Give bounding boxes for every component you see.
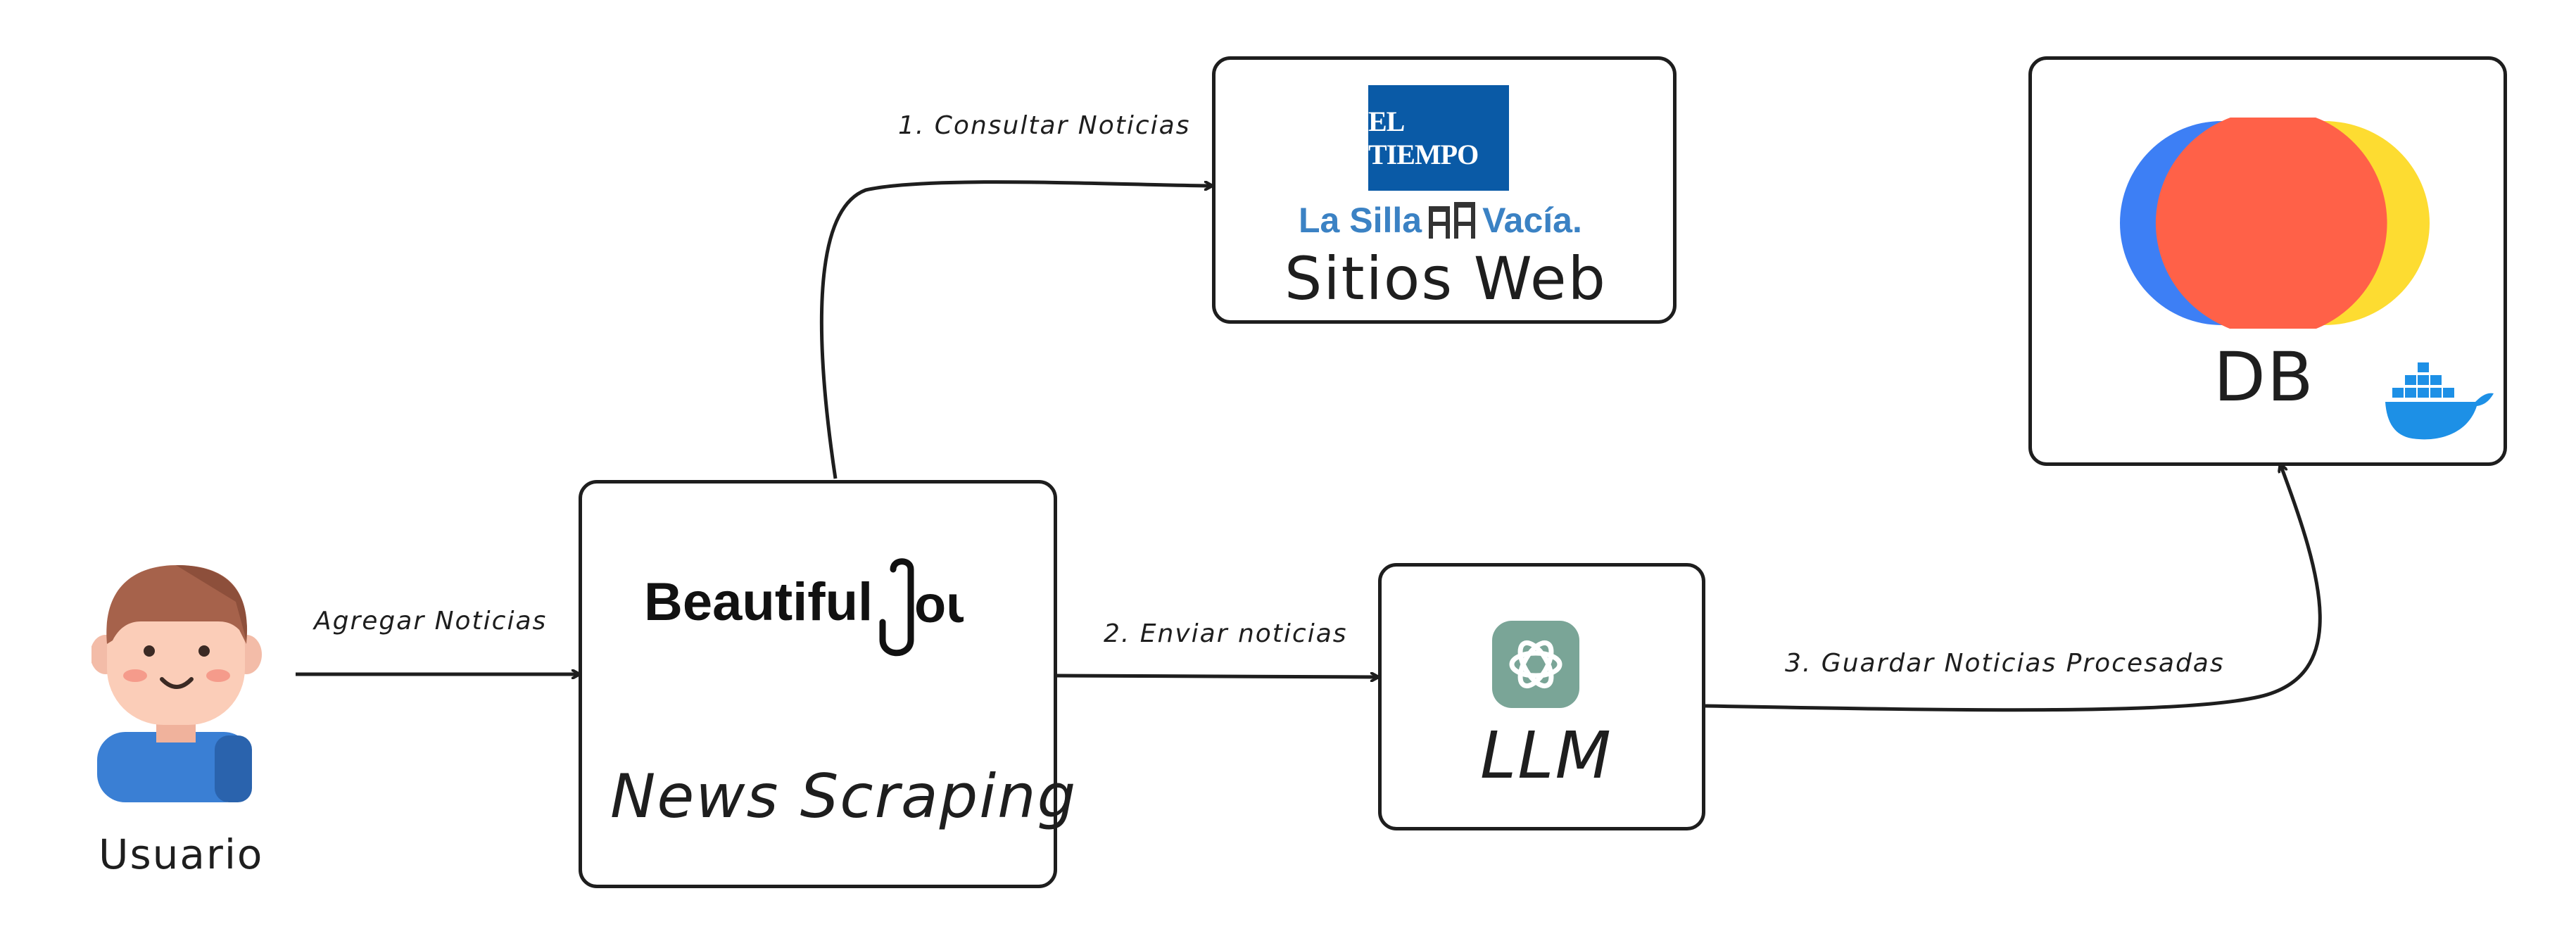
chairs-icon	[1429, 202, 1476, 239]
lasillavacia-logo: La Silla Vacía.	[1299, 199, 1582, 241]
edge-label-agregar: Agregar Noticias	[314, 607, 548, 636]
el-tiempo-logo: EL TIEMPO	[1368, 85, 1509, 191]
llm-node[interactable]: LLM	[1378, 563, 1705, 830]
venn-db-logo-icon	[2120, 118, 2430, 329]
edge-label-enviar: 2. Enviar noticias	[1104, 619, 1348, 648]
el-tiempo-logo-text: EL TIEMPO	[1368, 106, 1479, 170]
edge-label-consultar: 1. Consultar Noticias	[898, 111, 1191, 140]
edge-consultar-noticias	[819, 180, 1212, 479]
beautifulsoup-logo-text: Beautiful	[644, 572, 873, 632]
db-label: DB	[2214, 338, 2315, 417]
edge-guardar-noticias	[1705, 464, 2322, 712]
edge-enviar-noticias	[1056, 676, 1378, 677]
lasilla-logo-text-b: Vacía.	[1482, 201, 1582, 240]
edge-label-guardar: 3. Guardar Noticias Procesadas	[1785, 649, 2225, 678]
sitios-web-node[interactable]: EL TIEMPO La Silla Vacía. Sitios Web	[1212, 56, 1677, 324]
news-scraping-label: News Scraping	[610, 761, 1078, 832]
docker-whale-icon	[2385, 362, 2494, 440]
user-avatar-icon	[90, 565, 262, 802]
beautifulsoup-ladle-icon: oup	[879, 558, 964, 657]
openai-logo-icon	[1492, 621, 1579, 708]
llm-label: LLM	[1480, 718, 1612, 793]
usuario-label: Usuario	[99, 830, 264, 878]
svg-text:oup: oup	[914, 575, 964, 633]
sitios-web-label: Sitios Web	[1284, 244, 1607, 313]
lasilla-logo-text-a: La Silla	[1299, 201, 1422, 240]
news-scraping-node[interactable]: Beautiful oup News Scraping	[579, 480, 1075, 888]
db-node[interactable]: DB	[2028, 56, 2507, 466]
usuario-actor[interactable]	[90, 560, 264, 806]
